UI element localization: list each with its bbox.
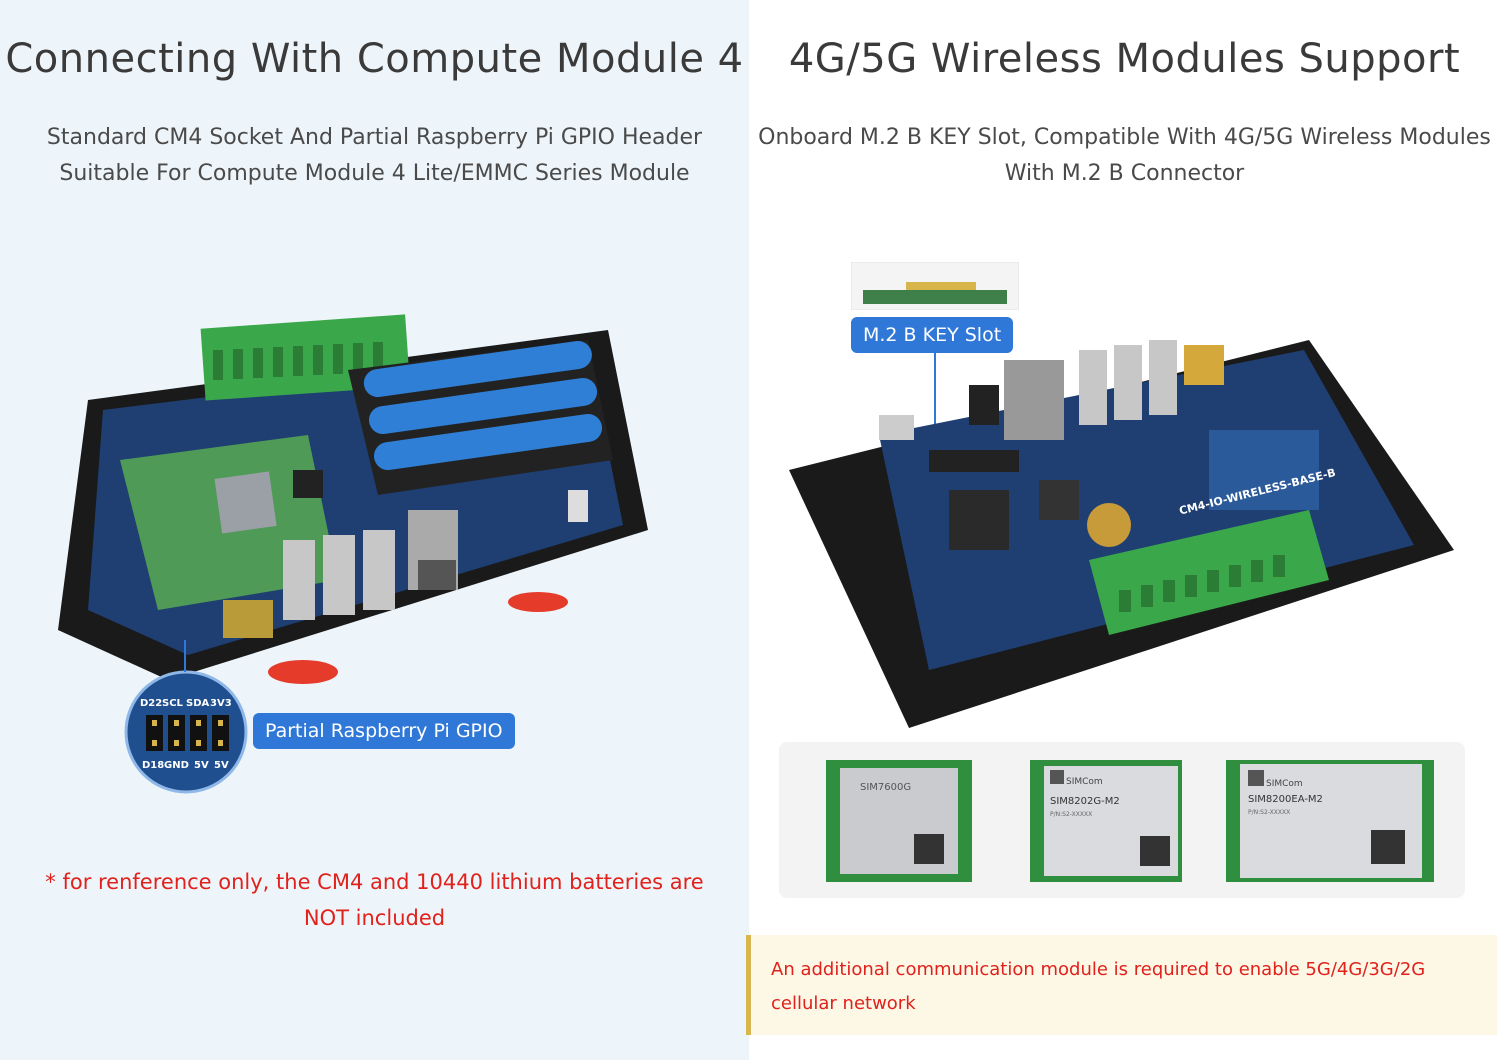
right-subtitle-line1: Onboard M.2 B KEY Slot, Compatible With … [758, 125, 1491, 150]
gpio-magnifier: D22 SCL SDA 3V3 D18 GND 5V 5V [124, 670, 248, 794]
module-3-pn: P/N:S2-XXXXX [1248, 809, 1290, 816]
gpio-label-top-4: 3V3 [210, 698, 232, 709]
warning-text: An additional communication module is re… [771, 959, 1426, 1014]
gpio-callout: Partial Raspberry Pi GPIO [253, 713, 515, 749]
left-subtitle-line1: Standard CM4 Socket And Partial Raspberr… [46, 125, 703, 150]
cm4-board-illustration [58, 314, 648, 684]
gpio-pointer-line [184, 640, 186, 672]
gpio-label-bottom-1: D18 [142, 760, 164, 771]
gpio-label-top-3: SDA [186, 698, 210, 709]
gpio-label-bottom-3: 5V [194, 760, 209, 771]
module-2-brand: SIMCom [1066, 777, 1103, 787]
module-sim8200ea: SIMCom SIM8200EA-M2 P/N:S2-XXXXX [1226, 760, 1434, 882]
module-sim8202g: SIMCom SIM8202G-M2 P/N:S2-XXXXX [1030, 760, 1182, 882]
warning-box: An additional communication module is re… [746, 935, 1497, 1035]
m2-slot-callout: M.2 B KEY Slot [851, 317, 1014, 353]
right-panel: 4G/5G Wireless Modules Support Onboard M… [749, 0, 1500, 1060]
left-disclaimer: * for renference only, the CM4 and 10440… [45, 870, 704, 930]
module-2-pn: P/N:S2-XXXXX [1050, 811, 1092, 818]
gpio-label-top-2: SCL [162, 698, 184, 709]
m2-slot-thumbnail [851, 262, 1019, 310]
left-subtitle: Standard CM4 Socket And Partial Raspberr… [0, 120, 749, 192]
module-1-name: SIM7600G [860, 782, 911, 793]
right-subtitle: Onboard M.2 B KEY Slot, Compatible With … [749, 120, 1500, 192]
left-title: Connecting With Compute Module 4 [5, 36, 744, 82]
left-subtitle-line2: Suitable For Compute Module 4 Lite/EMMC … [59, 161, 690, 186]
gpio-label-bottom-4: 5V [214, 760, 229, 771]
left-panel: Connecting With Compute Module 4 Standar… [0, 0, 749, 1060]
gpio-label-top-1: D22 [140, 698, 162, 709]
module-3-name: SIM8200EA-M2 [1248, 794, 1323, 805]
wireless-board-illustration: CM4-IO-WIRELESS-BASE-B [789, 340, 1454, 728]
gpio-label-bottom-2: GND [164, 760, 189, 771]
right-title: 4G/5G Wireless Modules Support [788, 36, 1461, 82]
right-subtitle-line2: With M.2 B Connector [1004, 161, 1245, 186]
module-2-name: SIM8202G-M2 [1050, 796, 1120, 807]
module-3-brand: SIMCom [1266, 779, 1303, 789]
module-sim7600g: SIM7600G [826, 760, 972, 882]
